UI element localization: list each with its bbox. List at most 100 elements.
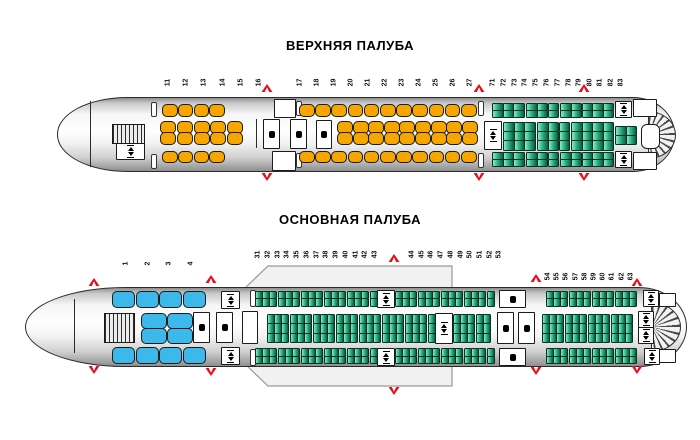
seat-economy <box>432 355 440 365</box>
seat-business <box>461 104 477 117</box>
seat-economy <box>570 159 583 168</box>
seat-economy <box>606 355 614 365</box>
seat-economy <box>524 140 536 151</box>
row-number: 59 <box>590 272 598 281</box>
closet-box <box>274 99 296 118</box>
galley-box <box>221 291 240 309</box>
seat-economy <box>560 159 572 168</box>
row-number: 83 <box>617 78 625 87</box>
row-number: 11 <box>164 78 172 87</box>
seat-business <box>210 132 227 146</box>
seat-business <box>315 104 331 117</box>
seat-economy <box>396 332 404 344</box>
seat-economy <box>281 332 289 344</box>
divider-tick <box>478 101 484 116</box>
galley-arrows-icon <box>440 322 448 335</box>
galley-arrows-icon <box>647 292 655 305</box>
seat-economy <box>570 110 583 119</box>
seat-economy <box>560 298 568 307</box>
seat-economy <box>536 159 549 168</box>
lavatory-icon <box>295 130 302 138</box>
seat-business <box>209 150 225 163</box>
row-number: 50 <box>466 250 474 259</box>
seat-economy <box>583 298 591 307</box>
galley-box <box>638 327 654 344</box>
seat-economy <box>592 140 604 151</box>
seat-economy <box>537 140 549 151</box>
seat-economy <box>455 355 463 365</box>
row-number: 44 <box>408 250 416 259</box>
row-number: 15 <box>237 78 245 87</box>
seat-economy <box>361 298 369 307</box>
row-number: 32 <box>264 250 272 259</box>
row-number: 77 <box>554 78 562 87</box>
row-number: 76 <box>543 78 551 87</box>
seat-economy <box>315 298 323 307</box>
seat-business <box>299 150 315 163</box>
seat-economy <box>602 332 610 344</box>
seat-business <box>209 104 225 117</box>
row-number: 41 <box>352 250 359 259</box>
seat-first <box>135 347 159 364</box>
row-number: 48 <box>447 250 455 259</box>
seat-economy <box>583 355 591 365</box>
seat-economy <box>503 140 515 151</box>
wing-top <box>243 265 453 289</box>
seat-economy <box>560 355 568 365</box>
seat-first <box>141 328 167 344</box>
divider-tick <box>478 153 484 168</box>
row-number: 56 <box>562 272 570 281</box>
seat-first <box>141 313 167 329</box>
row-number: 24 <box>415 78 423 87</box>
seat-business <box>444 104 461 117</box>
seat-business <box>380 104 396 117</box>
seat-business <box>399 132 416 146</box>
row-number: 73 <box>511 78 519 87</box>
seat-economy <box>556 332 564 344</box>
seat-economy <box>492 159 504 168</box>
lavatory-box <box>316 120 332 149</box>
seat-economy <box>536 110 549 119</box>
lavatory-icon <box>523 324 530 332</box>
seat-economy <box>560 110 572 119</box>
seat-economy <box>579 332 587 344</box>
galley-arrows-icon <box>382 292 390 306</box>
row-number: 16 <box>255 78 263 87</box>
seat-business <box>337 132 353 146</box>
row-number: 35 <box>293 250 301 259</box>
row-number: 78 <box>565 78 573 87</box>
seat-economy <box>526 159 538 168</box>
row-number: 49 <box>457 250 464 259</box>
galley-arrows-icon <box>642 313 650 326</box>
closet-box <box>633 152 657 170</box>
row-number: 75 <box>532 78 540 87</box>
row-number: 23 <box>398 78 406 87</box>
bulkhead-line <box>256 119 258 148</box>
seat-economy <box>483 332 491 344</box>
row-number: 62 <box>618 272 626 281</box>
bulkhead-line <box>74 299 76 353</box>
row-number: 19 <box>330 78 338 87</box>
row-number: 54 <box>544 272 552 281</box>
seat-economy <box>409 355 417 365</box>
seat-business <box>363 104 380 117</box>
lavatory-box <box>499 348 526 366</box>
stairs-upper <box>112 124 145 144</box>
lavatory-icon <box>502 324 509 332</box>
seat-economy <box>338 355 346 365</box>
closet-box <box>659 293 676 307</box>
divider-tick <box>151 154 157 169</box>
seat-economy <box>370 355 378 365</box>
row-number: 27 <box>466 78 474 87</box>
main-deck-title: ОСНОВНАЯ ПАЛУБА <box>279 212 421 227</box>
seat-business <box>177 150 194 163</box>
row-number: 33 <box>274 250 281 259</box>
row-number: 21 <box>364 78 372 87</box>
seat-economy <box>547 140 560 151</box>
galley-box <box>377 348 395 366</box>
seat-economy <box>558 140 570 151</box>
seat-economy <box>547 159 559 168</box>
galley-arrows-icon <box>227 349 234 363</box>
seat-business <box>428 104 445 117</box>
